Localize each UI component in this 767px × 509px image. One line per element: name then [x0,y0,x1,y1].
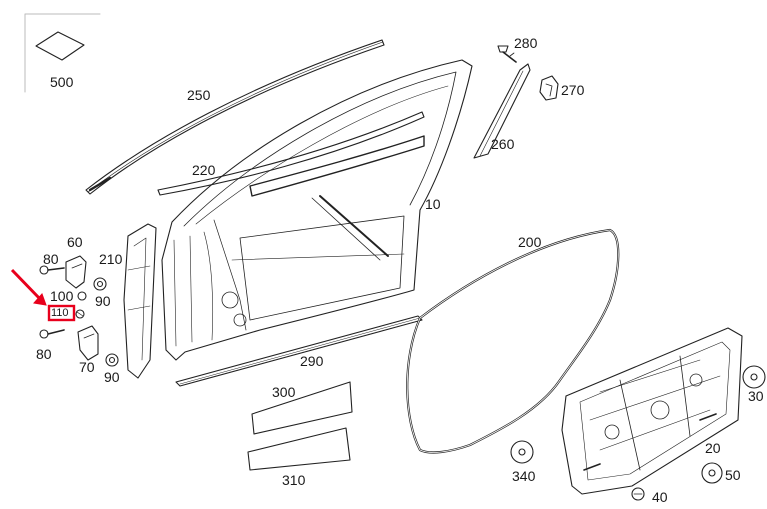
callout-220[interactable]: 220 [192,162,216,178]
callout-280[interactable]: 280 [514,35,538,51]
callout-250[interactable]: 250 [187,87,211,103]
nut-part-100[interactable] [77,291,87,301]
stud-part-110[interactable] [75,309,85,319]
window-regulator-part-20[interactable] [561,327,743,495]
callout-90-lower[interactable]: 90 [104,369,120,385]
bolt-part-80-upper[interactable] [39,265,65,275]
window-molding-part-250[interactable] [85,39,385,195]
sealing-film-part-500[interactable] [24,13,101,93]
plug-part-340[interactable] [510,440,534,464]
pillar-trim-part-260[interactable] [473,63,531,159]
callout-80-lower[interactable]: 80 [36,346,52,362]
belt-seal-part-220[interactable] [157,111,425,196]
grommet-part-90-lower[interactable] [105,353,119,367]
callout-50[interactable]: 50 [725,467,741,483]
callout-100[interactable]: 100 [50,288,74,304]
callout-80-upper[interactable]: 80 [43,251,59,267]
sill-seal-part-290[interactable] [175,315,423,387]
plug-part-30[interactable] [742,365,766,389]
hinge-cover-part-210[interactable] [123,223,157,379]
plug-part-50[interactable] [701,462,723,484]
highlight-box [47,304,76,322]
callout-340[interactable]: 340 [512,468,536,484]
callout-110[interactable]: 110 [51,307,69,319]
callout-10[interactable]: 10 [425,196,441,212]
callout-500[interactable]: 500 [50,74,74,90]
callout-290[interactable]: 290 [300,353,324,369]
callout-90-upper[interactable]: 90 [95,293,111,309]
callout-200[interactable]: 200 [518,234,542,250]
bolt-part-80-lower[interactable] [39,329,65,339]
callout-210[interactable]: 210 [99,251,123,267]
pad-part-300[interactable] [251,381,353,435]
upper-hinge-part-60[interactable] [65,255,87,289]
door-shell-part-10[interactable] [161,59,473,361]
callout-300[interactable]: 300 [272,384,296,400]
callout-70[interactable]: 70 [79,359,95,375]
callout-260[interactable]: 260 [491,136,515,152]
callout-270[interactable]: 270 [561,82,585,98]
callout-60[interactable]: 60 [67,234,83,250]
callout-40[interactable]: 40 [652,489,668,505]
pad-part-310[interactable] [247,427,351,471]
highlight-arrow-icon [10,268,47,306]
callout-310[interactable]: 310 [282,472,306,488]
screw-part-40[interactable] [631,487,645,501]
door-seal-part-200[interactable] [406,228,620,454]
lower-hinge-part-70[interactable] [77,325,99,361]
clip-part-270[interactable] [539,75,559,101]
screw-part-280[interactable] [497,45,517,63]
callout-20[interactable]: 20 [705,440,721,456]
callout-30[interactable]: 30 [748,388,764,404]
grommet-part-90-upper[interactable] [93,277,107,291]
